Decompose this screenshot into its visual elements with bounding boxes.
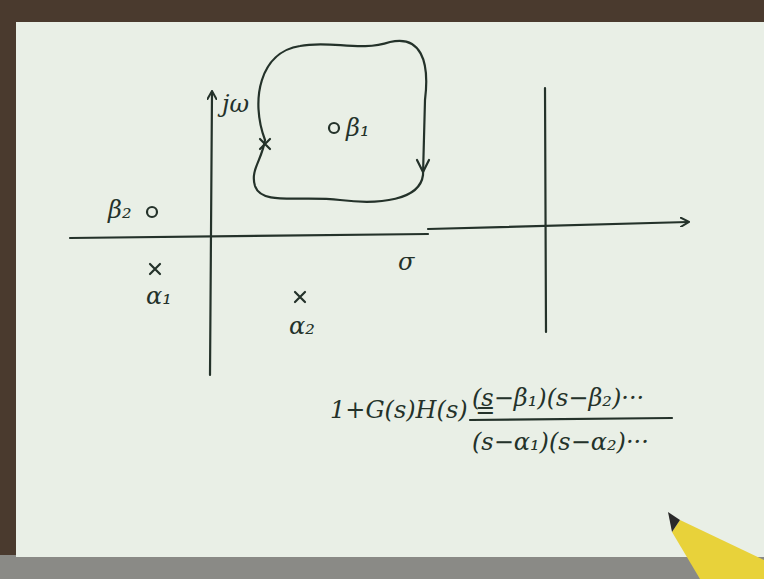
real-axis bbox=[70, 234, 428, 238]
equation-numerator: (s−β₁)(s−β₂)··· bbox=[472, 386, 644, 410]
axis-label: jω bbox=[222, 92, 249, 116]
pole-label: α₁ bbox=[146, 284, 172, 308]
pole-cross bbox=[150, 264, 160, 274]
zero-mark bbox=[329, 123, 339, 133]
contour-arrow bbox=[417, 160, 429, 172]
equation-text: 1+G(s)H(s) = bbox=[330, 398, 495, 422]
pen bbox=[668, 512, 764, 579]
zero-label: β₂ bbox=[108, 198, 132, 222]
pole-cross bbox=[260, 139, 270, 149]
contour bbox=[254, 41, 426, 202]
pole-label: α₂ bbox=[289, 314, 315, 338]
imag-axis bbox=[545, 88, 546, 332]
fraction-bar bbox=[470, 418, 672, 420]
paper bbox=[16, 22, 764, 557]
axis-label: σ bbox=[398, 250, 414, 274]
equation-denominator: (s−α₁)(s−α₂)··· bbox=[472, 430, 649, 454]
pole-cross bbox=[295, 292, 305, 302]
desk bbox=[0, 555, 764, 579]
zero-label: β₁ bbox=[346, 116, 370, 140]
imag-axis bbox=[210, 92, 212, 375]
zero-mark bbox=[147, 207, 157, 217]
real-axis bbox=[428, 222, 688, 229]
